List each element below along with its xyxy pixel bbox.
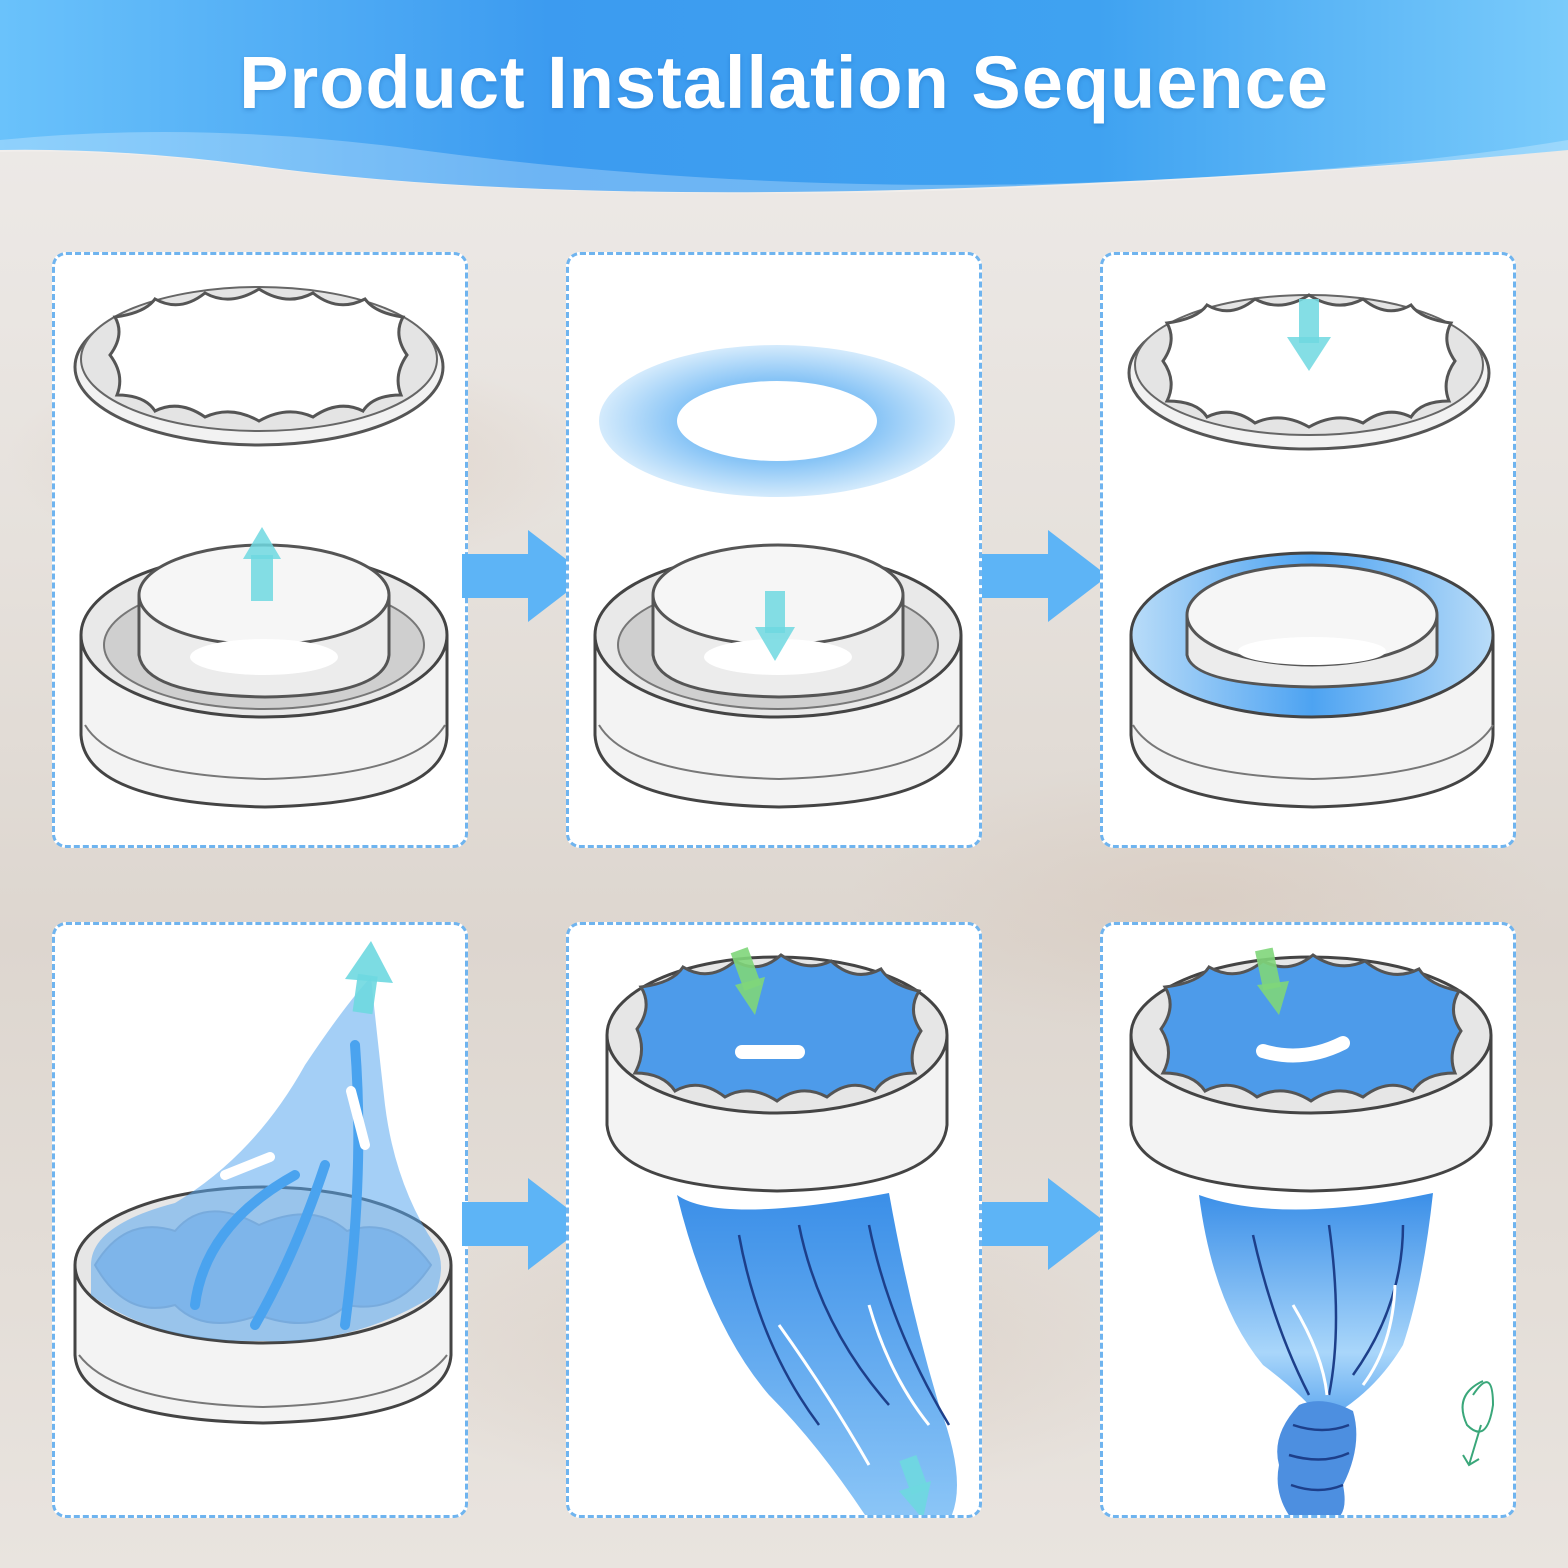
- step-4-illustration: [73, 941, 453, 1425]
- up-arrow-icon: [345, 941, 393, 1015]
- step-5-illustration: [605, 947, 957, 1515]
- header-banner: Product Installation Sequence: [0, 0, 1568, 200]
- down-arrow-icon: [1287, 299, 1331, 371]
- step-3-panel: [1100, 252, 1516, 848]
- down-arrow-icon: [730, 947, 765, 1015]
- step-1-panel: [52, 252, 468, 848]
- knot-icon: [1277, 1401, 1357, 1515]
- step-3-illustration: [1127, 293, 1495, 809]
- down-arrow-icon: [899, 1455, 931, 1515]
- step-2-illustration: [593, 345, 963, 809]
- step-1-illustration: [73, 286, 449, 809]
- step-6-panel: [1100, 922, 1516, 1518]
- step-5-panel: [566, 922, 982, 1518]
- step-4-panel: [52, 922, 468, 1518]
- step-6-illustration: [1129, 947, 1495, 1515]
- down-arrow-icon: [1255, 947, 1289, 1015]
- step-arrow-right-3: [462, 1178, 588, 1270]
- down-arrow-icon: [755, 591, 795, 661]
- twist-hint-icon: [1461, 1380, 1495, 1467]
- page-title: Product Installation Sequence: [239, 41, 1329, 124]
- step-arrow-right-1: [462, 530, 588, 622]
- up-arrow-icon: [243, 527, 281, 601]
- step-arrow-right-2: [982, 530, 1108, 622]
- step-2-panel: [566, 252, 982, 848]
- step-arrow-right-4: [982, 1178, 1108, 1270]
